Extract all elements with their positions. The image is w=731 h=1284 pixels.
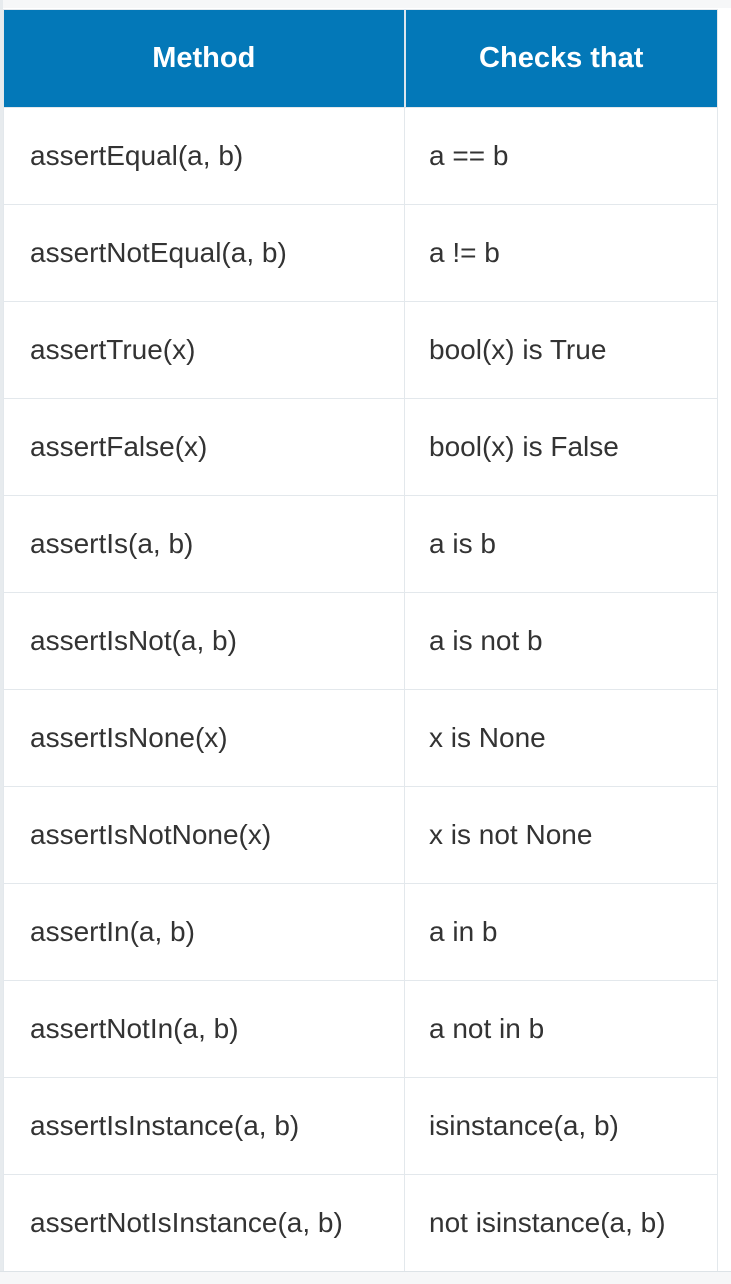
checks-cell: x is not None xyxy=(404,786,718,884)
checks-cell: a != b xyxy=(404,204,718,302)
table-row: assertIs(a, b) a is b xyxy=(3,495,718,593)
checks-cell: a is b xyxy=(404,495,718,593)
table-row: assertIn(a, b) a in b xyxy=(3,883,718,981)
bottom-divider xyxy=(0,1271,731,1284)
table-row: assertEqual(a, b) a == b xyxy=(3,107,718,205)
table-row: assertIsNotNone(x) x is not None xyxy=(3,786,718,884)
method-cell: assertIs(a, b) xyxy=(3,495,405,593)
checks-cell: x is None xyxy=(404,689,718,787)
top-divider xyxy=(0,0,731,8)
checks-cell: isinstance(a, b) xyxy=(404,1077,718,1175)
checks-cell: a is not b xyxy=(404,592,718,690)
table-row: assertNotIsInstance(a, b) not isinstance… xyxy=(3,1174,718,1272)
table-row: assertFalse(x) bool(x) is False xyxy=(3,398,718,496)
table-row: assertIsNone(x) x is None xyxy=(3,689,718,787)
checks-cell: not isinstance(a, b) xyxy=(404,1174,718,1272)
checks-cell: a not in b xyxy=(404,980,718,1078)
method-cell: assertNotIsInstance(a, b) xyxy=(3,1174,405,1272)
table-row: assertIsNot(a, b) a is not b xyxy=(3,592,718,690)
method-cell: assertEqual(a, b) xyxy=(3,107,405,205)
method-cell: assertNotEqual(a, b) xyxy=(3,204,405,302)
checks-cell: a == b xyxy=(404,107,718,205)
table-row: assertIsInstance(a, b) isinstance(a, b) xyxy=(3,1077,718,1175)
method-cell: assertIn(a, b) xyxy=(3,883,405,981)
header-method: Method xyxy=(3,9,405,108)
table-row: assertNotEqual(a, b) a != b xyxy=(3,204,718,302)
left-divider xyxy=(0,0,3,1284)
method-cell: assertIsNotNone(x) xyxy=(3,786,405,884)
method-cell: assertIsNone(x) xyxy=(3,689,405,787)
table-header-row: Method Checks that xyxy=(3,9,718,108)
assert-methods-table: Method Checks that assertEqual(a, b) a =… xyxy=(3,9,718,1272)
method-cell: assertIsInstance(a, b) xyxy=(3,1077,405,1175)
table-row: assertNotIn(a, b) a not in b xyxy=(3,980,718,1078)
checks-cell: a in b xyxy=(404,883,718,981)
table-row: assertTrue(x) bool(x) is True xyxy=(3,301,718,399)
checks-cell: bool(x) is False xyxy=(404,398,718,496)
method-cell: assertNotIn(a, b) xyxy=(3,980,405,1078)
header-checks-that: Checks that xyxy=(403,9,718,108)
method-cell: assertIsNot(a, b) xyxy=(3,592,405,690)
checks-cell: bool(x) is True xyxy=(404,301,718,399)
method-cell: assertFalse(x) xyxy=(3,398,405,496)
method-cell: assertTrue(x) xyxy=(3,301,405,399)
